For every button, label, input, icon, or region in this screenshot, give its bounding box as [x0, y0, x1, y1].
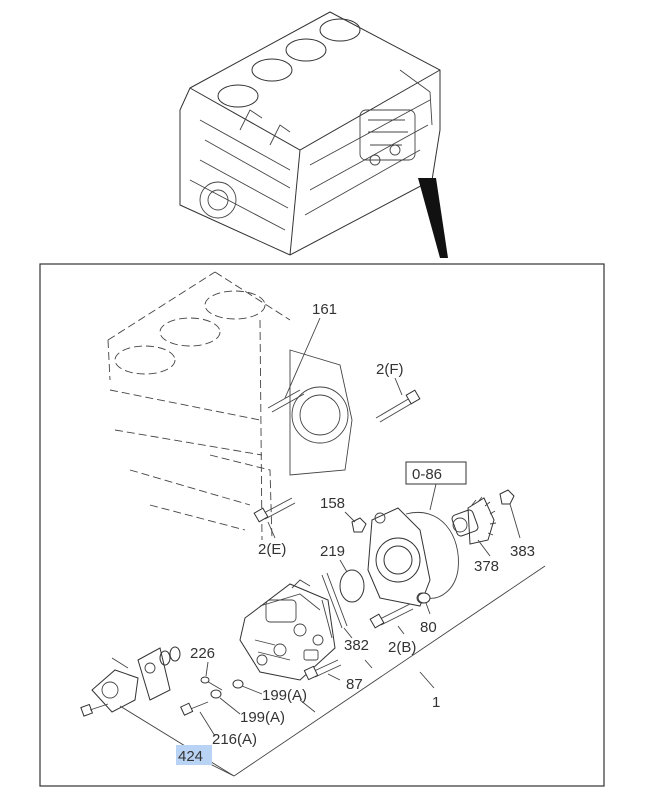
callout-2b: 2(B)	[388, 639, 416, 656]
pump-flange	[367, 507, 459, 607]
callout-2f: 2(F)	[376, 361, 404, 378]
nut-383	[499, 489, 515, 505]
bolt-216a	[180, 701, 209, 716]
engine-block-overview	[179, 11, 441, 256]
injection-pump	[239, 579, 336, 681]
engine-block-detail	[107, 271, 353, 541]
nut-158	[351, 517, 367, 533]
assembly-leader-lines	[119, 565, 546, 777]
detail-arrow-icon	[418, 178, 448, 258]
callout-1: 1	[432, 694, 440, 711]
bolt-2e	[253, 497, 296, 523]
callout-2e: 2(E)	[258, 541, 286, 558]
callout-226: 226	[190, 645, 215, 662]
callout-219: 219	[320, 543, 345, 560]
callout-378: 378	[474, 558, 499, 575]
callout-161: 161	[312, 301, 337, 318]
callout-80: 80	[420, 619, 437, 636]
callout-086: 0-86	[412, 466, 442, 483]
bolt-2f	[375, 389, 421, 423]
callout-199a-upper: 199(A)	[262, 687, 307, 704]
solenoid-valve-424	[80, 646, 181, 717]
washer-199a-lower	[210, 689, 222, 699]
callout-158: 158	[320, 495, 345, 512]
callout-199a-lower: 199(A)	[240, 709, 285, 726]
stud-382	[321, 572, 348, 639]
callout-424[interactable]: 424	[178, 748, 203, 765]
callout-382: 382	[344, 637, 369, 654]
o-ring-219	[339, 569, 365, 603]
bolt-87	[303, 659, 342, 681]
callout-383: 383	[510, 543, 535, 560]
gear-378	[451, 496, 497, 545]
callout-424-highlight	[176, 745, 212, 765]
detail-frame	[39, 263, 605, 787]
callout-216a: 216(A)	[212, 731, 257, 748]
washer-199a-upper	[232, 679, 244, 689]
pin-226	[200, 676, 223, 691]
callout-87: 87	[346, 676, 363, 693]
washer-80	[417, 592, 431, 604]
stud-161	[267, 389, 305, 413]
bolt-2b	[369, 603, 414, 629]
